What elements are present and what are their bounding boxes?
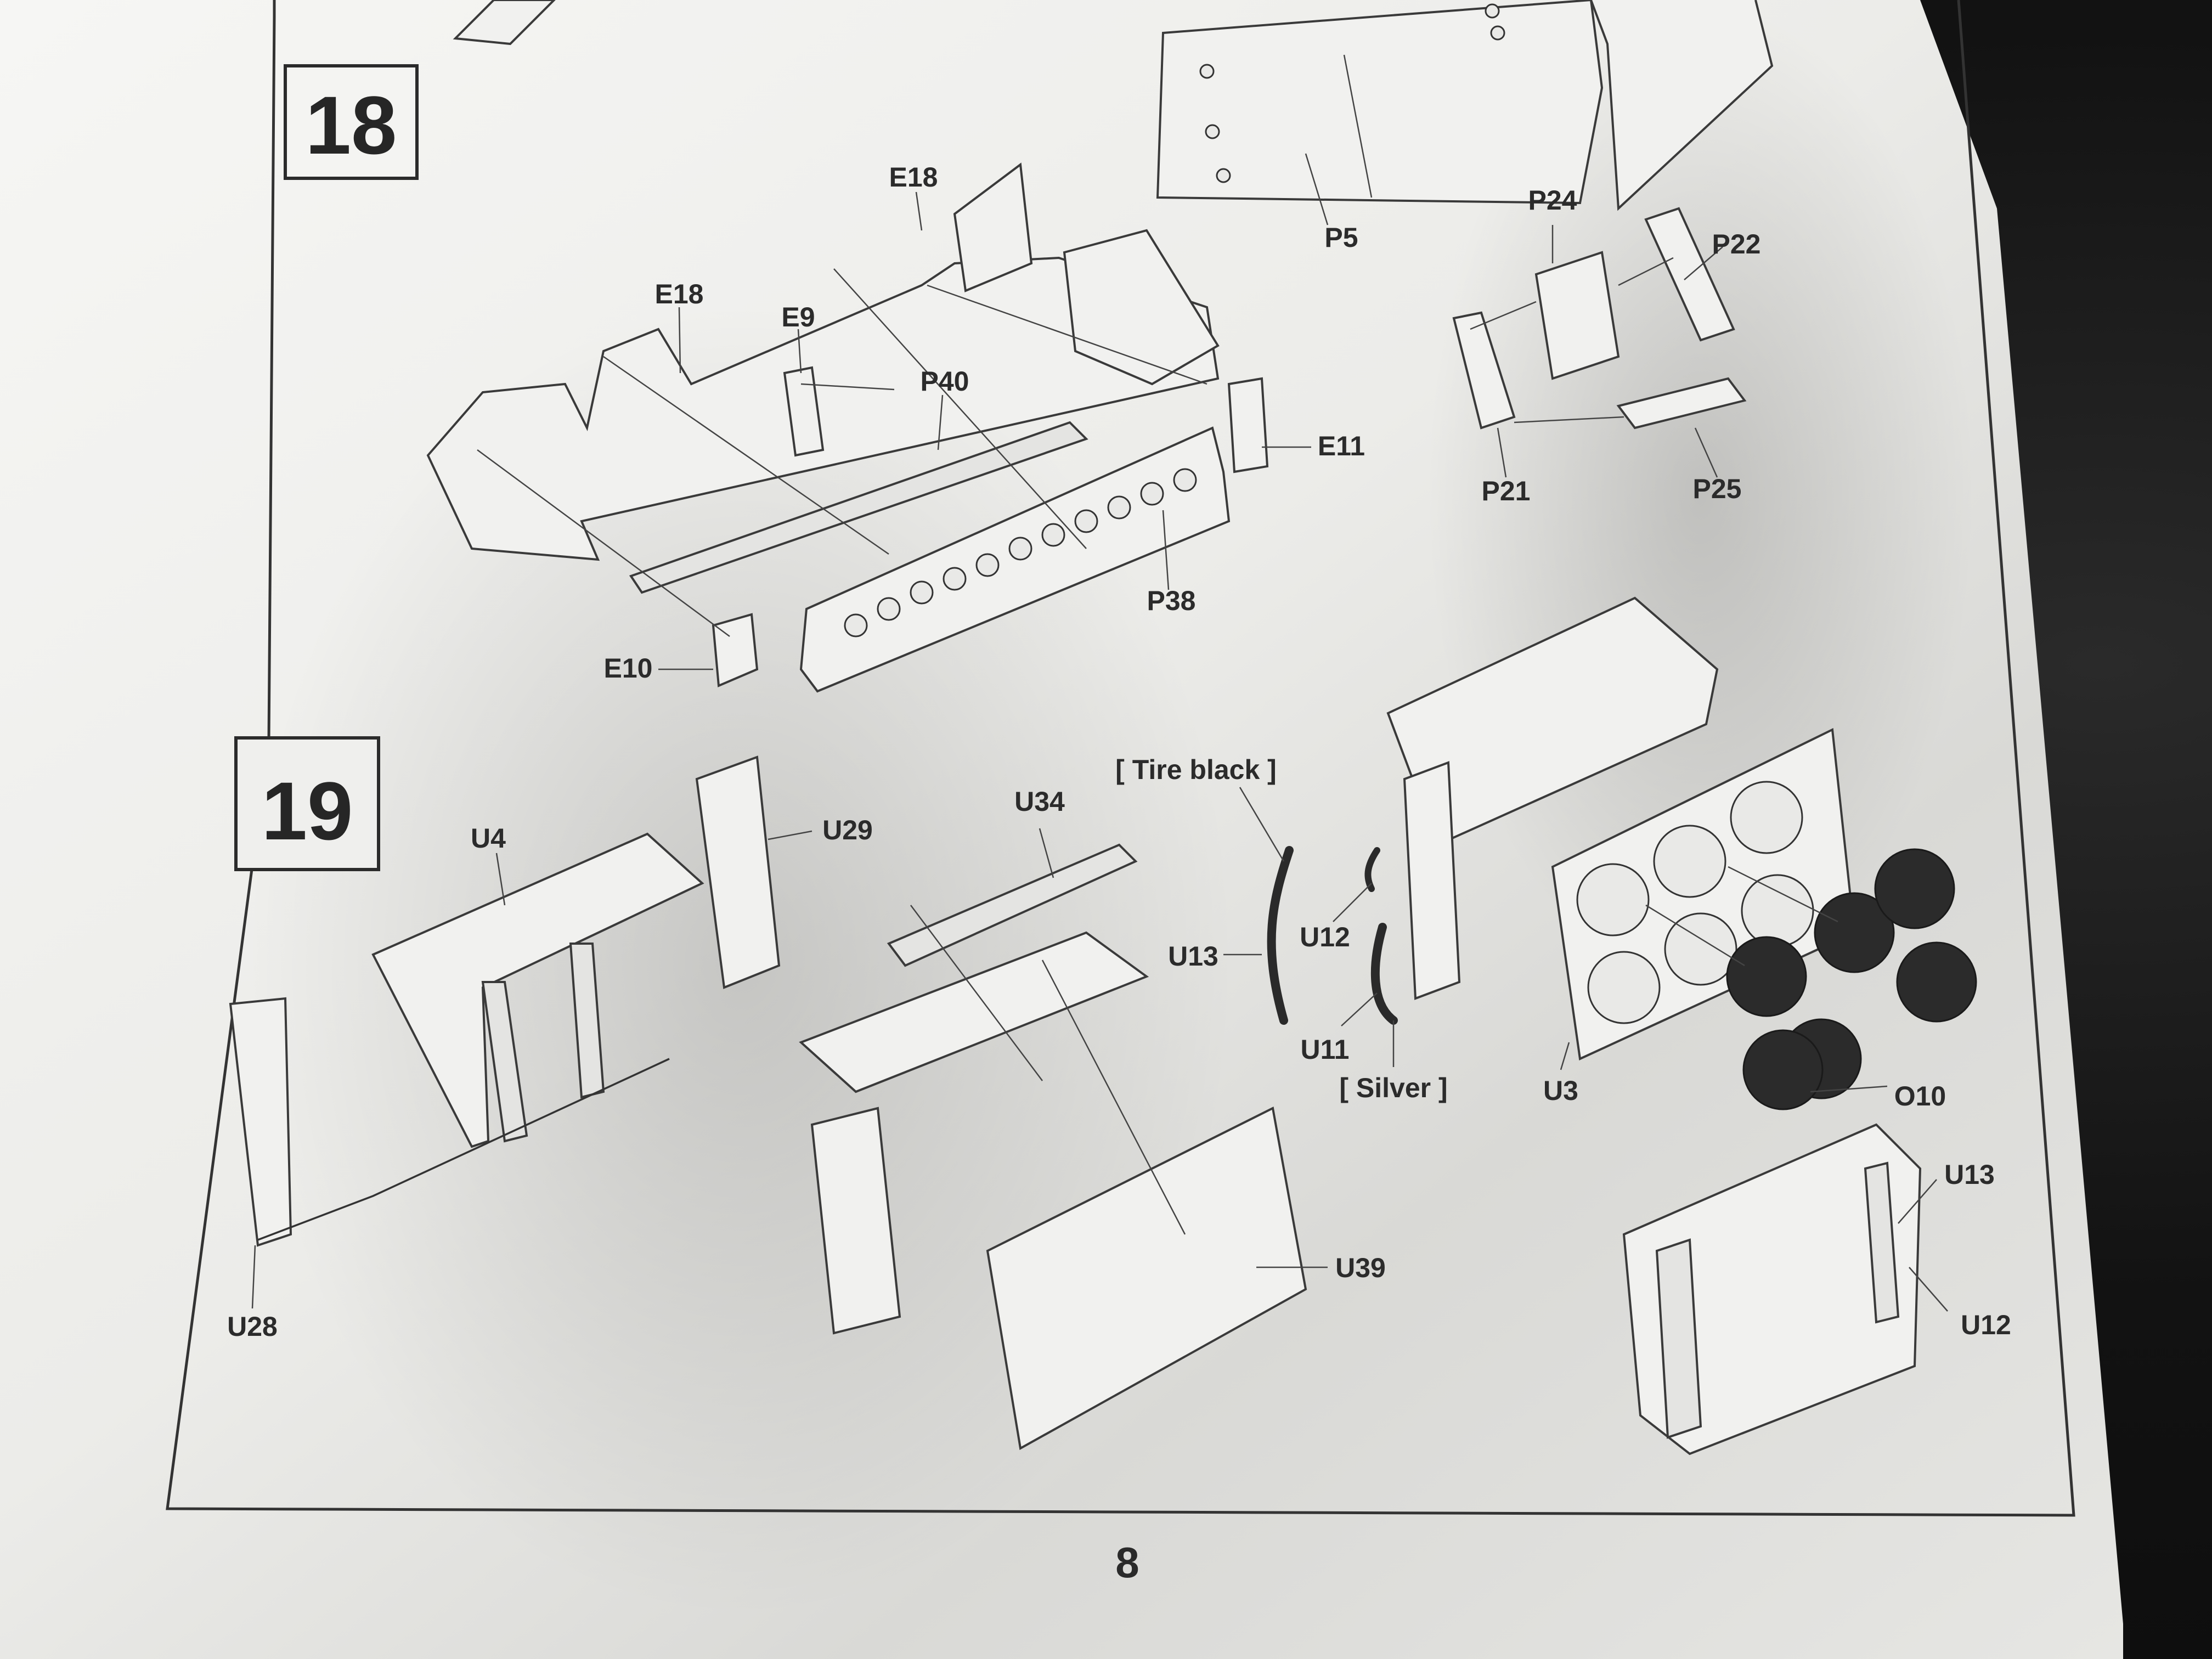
part-label: U11 [1301, 1034, 1350, 1065]
step-number: 19 [262, 765, 353, 857]
part-p38-drawing [799, 426, 1231, 693]
part-label: U34 [1014, 786, 1065, 817]
part-p25-drawing [1616, 377, 1747, 430]
part-p5-drawing [1156, 0, 1604, 205]
part-label: E10 [604, 653, 653, 684]
part-e9-drawing [783, 366, 825, 457]
step-18: 18 [284, 0, 1774, 693]
hose-u11-drawing [1370, 923, 1398, 1025]
part-label: P38 [1147, 585, 1196, 616]
part-u39-drawing [986, 1107, 1307, 1451]
part-label: U39 [1335, 1252, 1386, 1283]
paint-callout-tire-black: [ Tire black ] [1115, 754, 1277, 785]
step-19: 19 [227, 596, 2011, 1455]
hose-u13-drawing [1267, 846, 1294, 1025]
paint-callout-silver: [ Silver ] [1339, 1073, 1447, 1103]
part-label: U12 [1961, 1310, 2011, 1340]
part-label: E18 [655, 279, 704, 309]
part-label: P24 [1528, 185, 1577, 216]
fan-drawing [1742, 1029, 1824, 1110]
line [1343, 54, 1373, 198]
assembly-arrows [477, 268, 1207, 637]
part-label: U12 [1300, 922, 1350, 952]
part-u34-drawing [799, 931, 1149, 1093]
part-label: P5 [1324, 222, 1358, 253]
u3-openings [1576, 781, 1814, 1024]
part-label: U29 [822, 815, 873, 845]
bracket-drawing [1063, 229, 1220, 386]
part-label: E11 [1318, 431, 1365, 461]
p38-holes [844, 468, 1197, 637]
part-label: P22 [1712, 229, 1761, 259]
part-label: O10 [1894, 1081, 1946, 1111]
part-label: U28 [227, 1311, 278, 1342]
side-frame-drawing [1403, 761, 1461, 1000]
step-number-box [234, 736, 380, 871]
part-label: P40 [921, 366, 969, 397]
part-u28-drawing [229, 997, 292, 1247]
part-label: U13 [1944, 1159, 1995, 1190]
page-number: 8 [1115, 1538, 1139, 1587]
step-number: 18 [306, 79, 397, 171]
part-e11-drawing [1227, 377, 1269, 473]
part-label: U13 [1168, 941, 1218, 972]
part-drawing [1590, 0, 1774, 211]
part-p40-drawing [629, 421, 1088, 594]
page-border [166, 0, 2075, 1517]
frame-part-drawing [426, 256, 1220, 561]
part-drawing [453, 0, 556, 46]
part-label: P21 [1482, 476, 1531, 506]
part-p24-drawing [1534, 251, 1620, 380]
part-label: U4 [471, 823, 506, 854]
part-label: U3 [1543, 1075, 1578, 1106]
part-label: E18 [889, 162, 938, 193]
hose-u12-drawing [1364, 847, 1380, 892]
part-p21-drawing [1452, 311, 1516, 430]
part-u29-drawing [695, 755, 781, 989]
frame-drawing [810, 1107, 901, 1335]
step-number-box [284, 64, 419, 180]
part-label: E9 [781, 302, 815, 332]
part-label: P25 [1693, 473, 1742, 504]
part-e18-drawing [953, 162, 1033, 292]
